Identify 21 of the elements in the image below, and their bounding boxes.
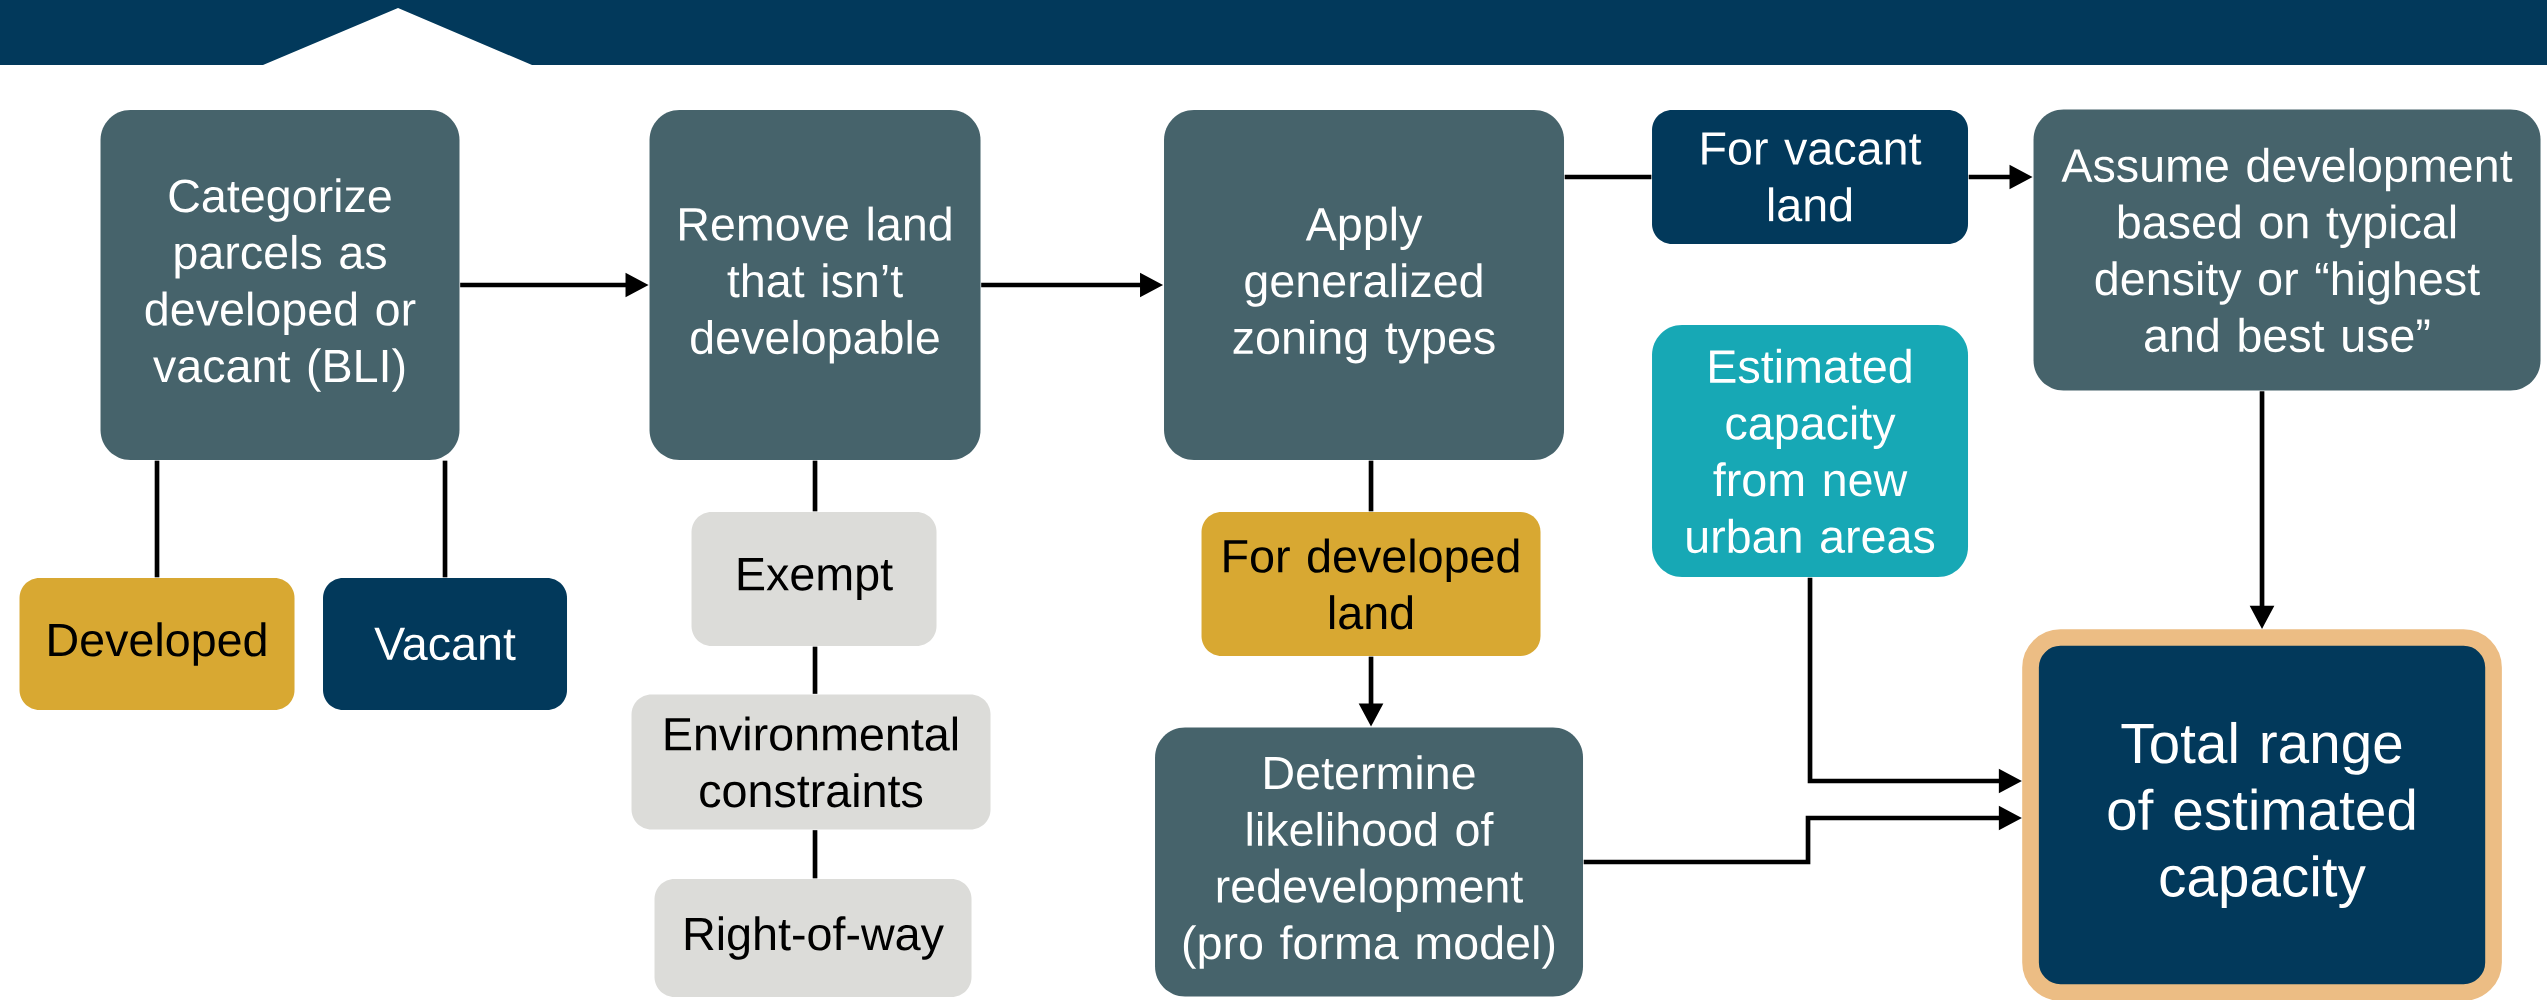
connector-line	[812, 646, 818, 694]
connector-line	[154, 460, 160, 578]
category-box: Developed	[19, 578, 295, 710]
process-box: Assume development based on typical density or “highest and best use”	[2033, 109, 2541, 391]
connector-line	[1368, 460, 1374, 512]
category-box: Vacant	[323, 578, 567, 710]
connector-line	[812, 460, 818, 512]
exclusion-box: Environmental constraints	[631, 694, 991, 830]
branch-box: For vacant land	[1652, 110, 1968, 244]
process-box: Remove land that isn’t developable	[649, 110, 981, 460]
exclusion-box: Right-of-way	[654, 879, 972, 997]
exclusion-box: Exempt	[691, 512, 937, 646]
result-box: Total range of estimated capacity	[2022, 629, 2502, 1000]
connector-line	[812, 830, 818, 879]
process-box: Apply generalized zoning types	[1164, 110, 1564, 460]
branch-box: For developed land	[1201, 512, 1541, 656]
process-box: Determine likelihood of redevelopment (pro forma model)	[1155, 727, 1583, 997]
process-box: Categorize parcels as developed or vacant (BLI)	[100, 110, 460, 460]
connector-line	[1564, 174, 1652, 180]
connector-line	[442, 460, 448, 578]
input-box: Estimated capacity from new urban areas	[1652, 325, 1968, 577]
